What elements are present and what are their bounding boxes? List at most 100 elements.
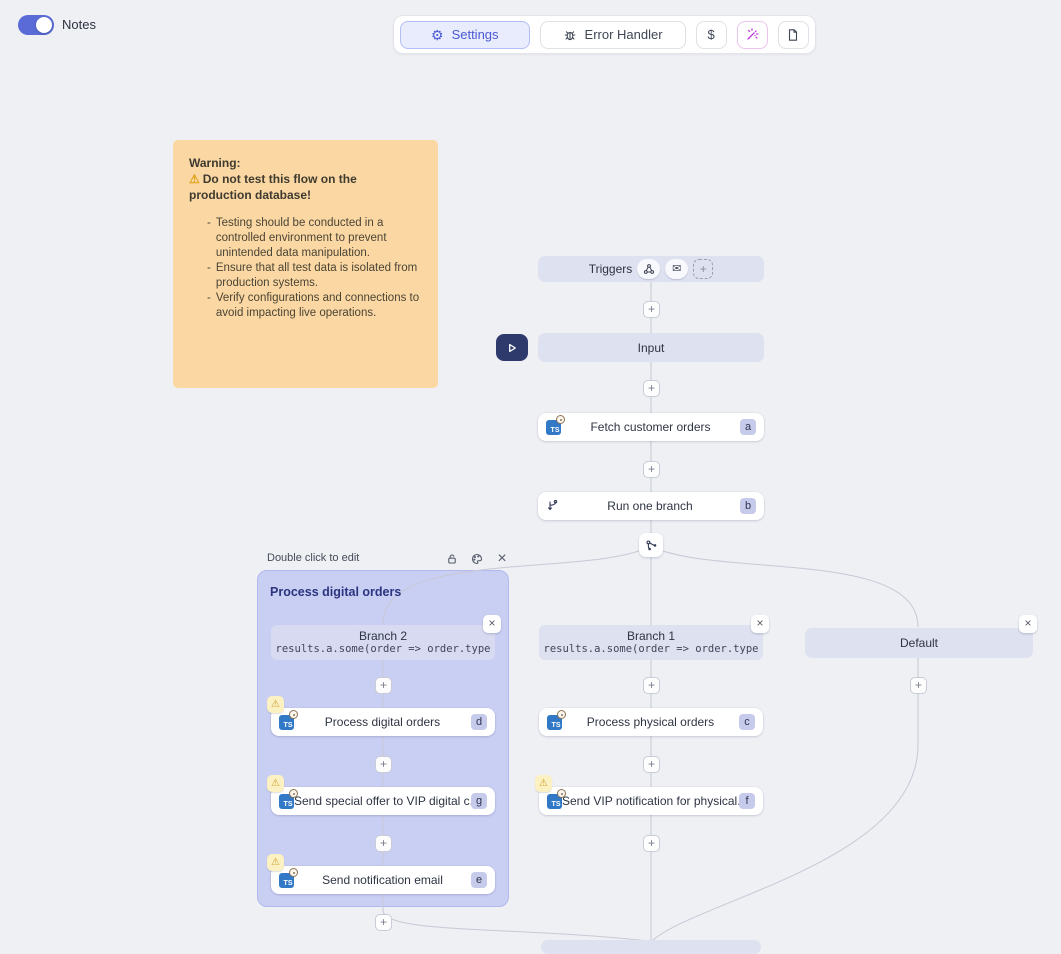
node-warning-icon: ⚠ xyxy=(267,696,284,713)
warning-note-title: Warning: xyxy=(189,156,241,170)
add-step-button[interactable]: + xyxy=(643,835,660,852)
branch-condition-code: results.a.some(order => order.type xyxy=(275,643,491,655)
node-send-vip-notification[interactable]: TS Send VIP notification for physical...… xyxy=(539,787,763,815)
remove-branch-button[interactable]: × xyxy=(483,615,501,633)
list-item: -Ensure that all test data is isolated f… xyxy=(207,262,418,289)
list-item: -Testing should be conducted in a contro… xyxy=(207,217,387,259)
notes-page-button[interactable] xyxy=(777,20,809,49)
add-step-button[interactable]: + xyxy=(643,756,660,773)
add-step-button[interactable]: + xyxy=(643,380,660,397)
node-service-badge xyxy=(557,788,566,798)
currency-button[interactable]: $ xyxy=(695,20,727,49)
webhook-icon xyxy=(643,264,654,274)
typescript-icon: TS xyxy=(279,709,298,730)
node-send-special-offer[interactable]: TS Send special offer to VIP digital c..… xyxy=(271,787,495,815)
group-process-digital-orders[interactable] xyxy=(257,570,509,907)
notes-toggle[interactable] xyxy=(18,15,54,35)
branch-default-head[interactable]: Default xyxy=(805,628,1033,658)
envelope-icon: ✉ xyxy=(672,262,682,275)
play-icon xyxy=(509,343,516,352)
group-edit-hint: Double click to edit xyxy=(267,552,360,564)
node-service-badge xyxy=(556,414,565,424)
branch-2-head[interactable]: Branch 2 results.a.some(order => order.t… xyxy=(271,625,495,660)
add-step-button[interactable]: + xyxy=(643,677,660,694)
typescript-icon: TS xyxy=(547,788,566,809)
add-step-button[interactable]: + xyxy=(375,756,392,773)
run-flow-button[interactable] xyxy=(496,334,528,361)
warning-note-alert: ⚠Do not test this flow on the production… xyxy=(189,172,357,202)
node-process-physical-orders[interactable]: TS Process physical orders c xyxy=(539,708,763,736)
warning-note-card[interactable]: Warning: ⚠Do not test this flow on the p… xyxy=(173,140,438,388)
node-title: Send notification email xyxy=(322,873,443,887)
error-handler-button[interactable]: Error Handler xyxy=(539,20,686,49)
node-service-badge xyxy=(557,709,566,719)
add-step-button[interactable]: + xyxy=(375,914,392,931)
node-title: Fetch customer orders xyxy=(590,420,711,434)
node-key-badge: a xyxy=(740,419,756,435)
triggers-bar[interactable]: Triggers ✉ + xyxy=(538,256,764,282)
document-icon xyxy=(786,28,800,42)
webhook-trigger-button[interactable] xyxy=(637,259,661,279)
lock-icon xyxy=(448,554,456,564)
node-title: Send VIP notification for physical... xyxy=(562,794,739,808)
node-service-badge xyxy=(289,788,298,798)
group-close-button[interactable]: × xyxy=(497,550,507,567)
node-title: Process physical orders xyxy=(586,715,715,729)
dollar-icon: $ xyxy=(707,27,715,42)
typescript-icon: TS xyxy=(279,867,298,888)
notes-toggle-label: Notes xyxy=(62,17,96,32)
node-service-badge xyxy=(289,867,298,877)
gear-icon: ⚙ xyxy=(431,26,444,43)
branch-condition-code: results.a.some(order => order.type xyxy=(543,643,759,655)
node-title: Run one branch xyxy=(607,499,693,513)
typescript-icon: TS xyxy=(279,788,298,809)
add-step-button[interactable]: + xyxy=(375,677,392,694)
input-node-label: Input xyxy=(637,340,665,355)
flow-toolbar: ⚙ Settings Error Handler $ xyxy=(393,15,816,54)
branch-label: Default xyxy=(899,636,939,650)
node-run-one-branch[interactable]: Run one branch b xyxy=(538,492,764,520)
node-warning-icon: ⚠ xyxy=(267,854,284,871)
palette-icon xyxy=(471,553,483,565)
input-node[interactable]: Input xyxy=(538,333,764,362)
node-title: Send special offer to VIP digital c... xyxy=(294,794,471,808)
add-step-button[interactable]: + xyxy=(375,835,392,852)
add-step-button[interactable]: + xyxy=(910,677,927,694)
bug-icon xyxy=(563,28,577,42)
node-process-digital-orders[interactable]: TS Process digital orders d xyxy=(271,708,495,736)
node-warning-icon: ⚠ xyxy=(267,775,284,792)
node-send-notification-email[interactable]: TS Send notification email e xyxy=(271,866,495,894)
color-palette-button[interactable] xyxy=(469,551,485,567)
lock-button[interactable] xyxy=(444,551,460,567)
warning-note-list: -Testing should be conducted in a contro… xyxy=(189,216,422,321)
node-key-badge: b xyxy=(740,498,756,514)
split-icon xyxy=(645,539,656,550)
remove-branch-button[interactable]: × xyxy=(1019,615,1037,633)
email-trigger-button[interactable]: ✉ xyxy=(665,259,689,279)
error-handler-label: Error Handler xyxy=(584,27,663,42)
settings-button-label: Settings xyxy=(451,27,499,42)
list-item: -Verify configurations and connections t… xyxy=(207,292,420,319)
node-key-badge: e xyxy=(471,872,487,888)
branch-1-head[interactable]: Branch 1 results.a.some(order => order.t… xyxy=(539,625,763,660)
add-step-button[interactable]: + xyxy=(643,301,660,318)
add-step-button[interactable]: + xyxy=(643,461,660,478)
typescript-icon: TS xyxy=(546,414,565,435)
node-warning-icon: ⚠ xyxy=(535,775,552,792)
node-service-badge xyxy=(289,709,298,719)
remove-branch-button[interactable]: × xyxy=(751,615,769,633)
ai-assist-button[interactable] xyxy=(736,20,768,49)
node-key-badge: f xyxy=(739,793,755,809)
node-fetch-customer-orders[interactable]: TS Fetch customer orders a xyxy=(538,413,764,441)
branch-split-button[interactable] xyxy=(639,533,663,557)
node-key-badge: g xyxy=(471,793,487,809)
group-title: Process digital orders xyxy=(270,585,402,599)
node-title: Process digital orders xyxy=(324,715,441,729)
settings-button[interactable]: ⚙ Settings xyxy=(400,20,530,49)
branch-label: Branch 1 xyxy=(626,629,676,643)
toggle-knob xyxy=(36,17,52,33)
node-key-badge: c xyxy=(739,714,755,730)
add-trigger-button[interactable]: + xyxy=(693,259,714,279)
merge-node[interactable] xyxy=(541,940,761,954)
